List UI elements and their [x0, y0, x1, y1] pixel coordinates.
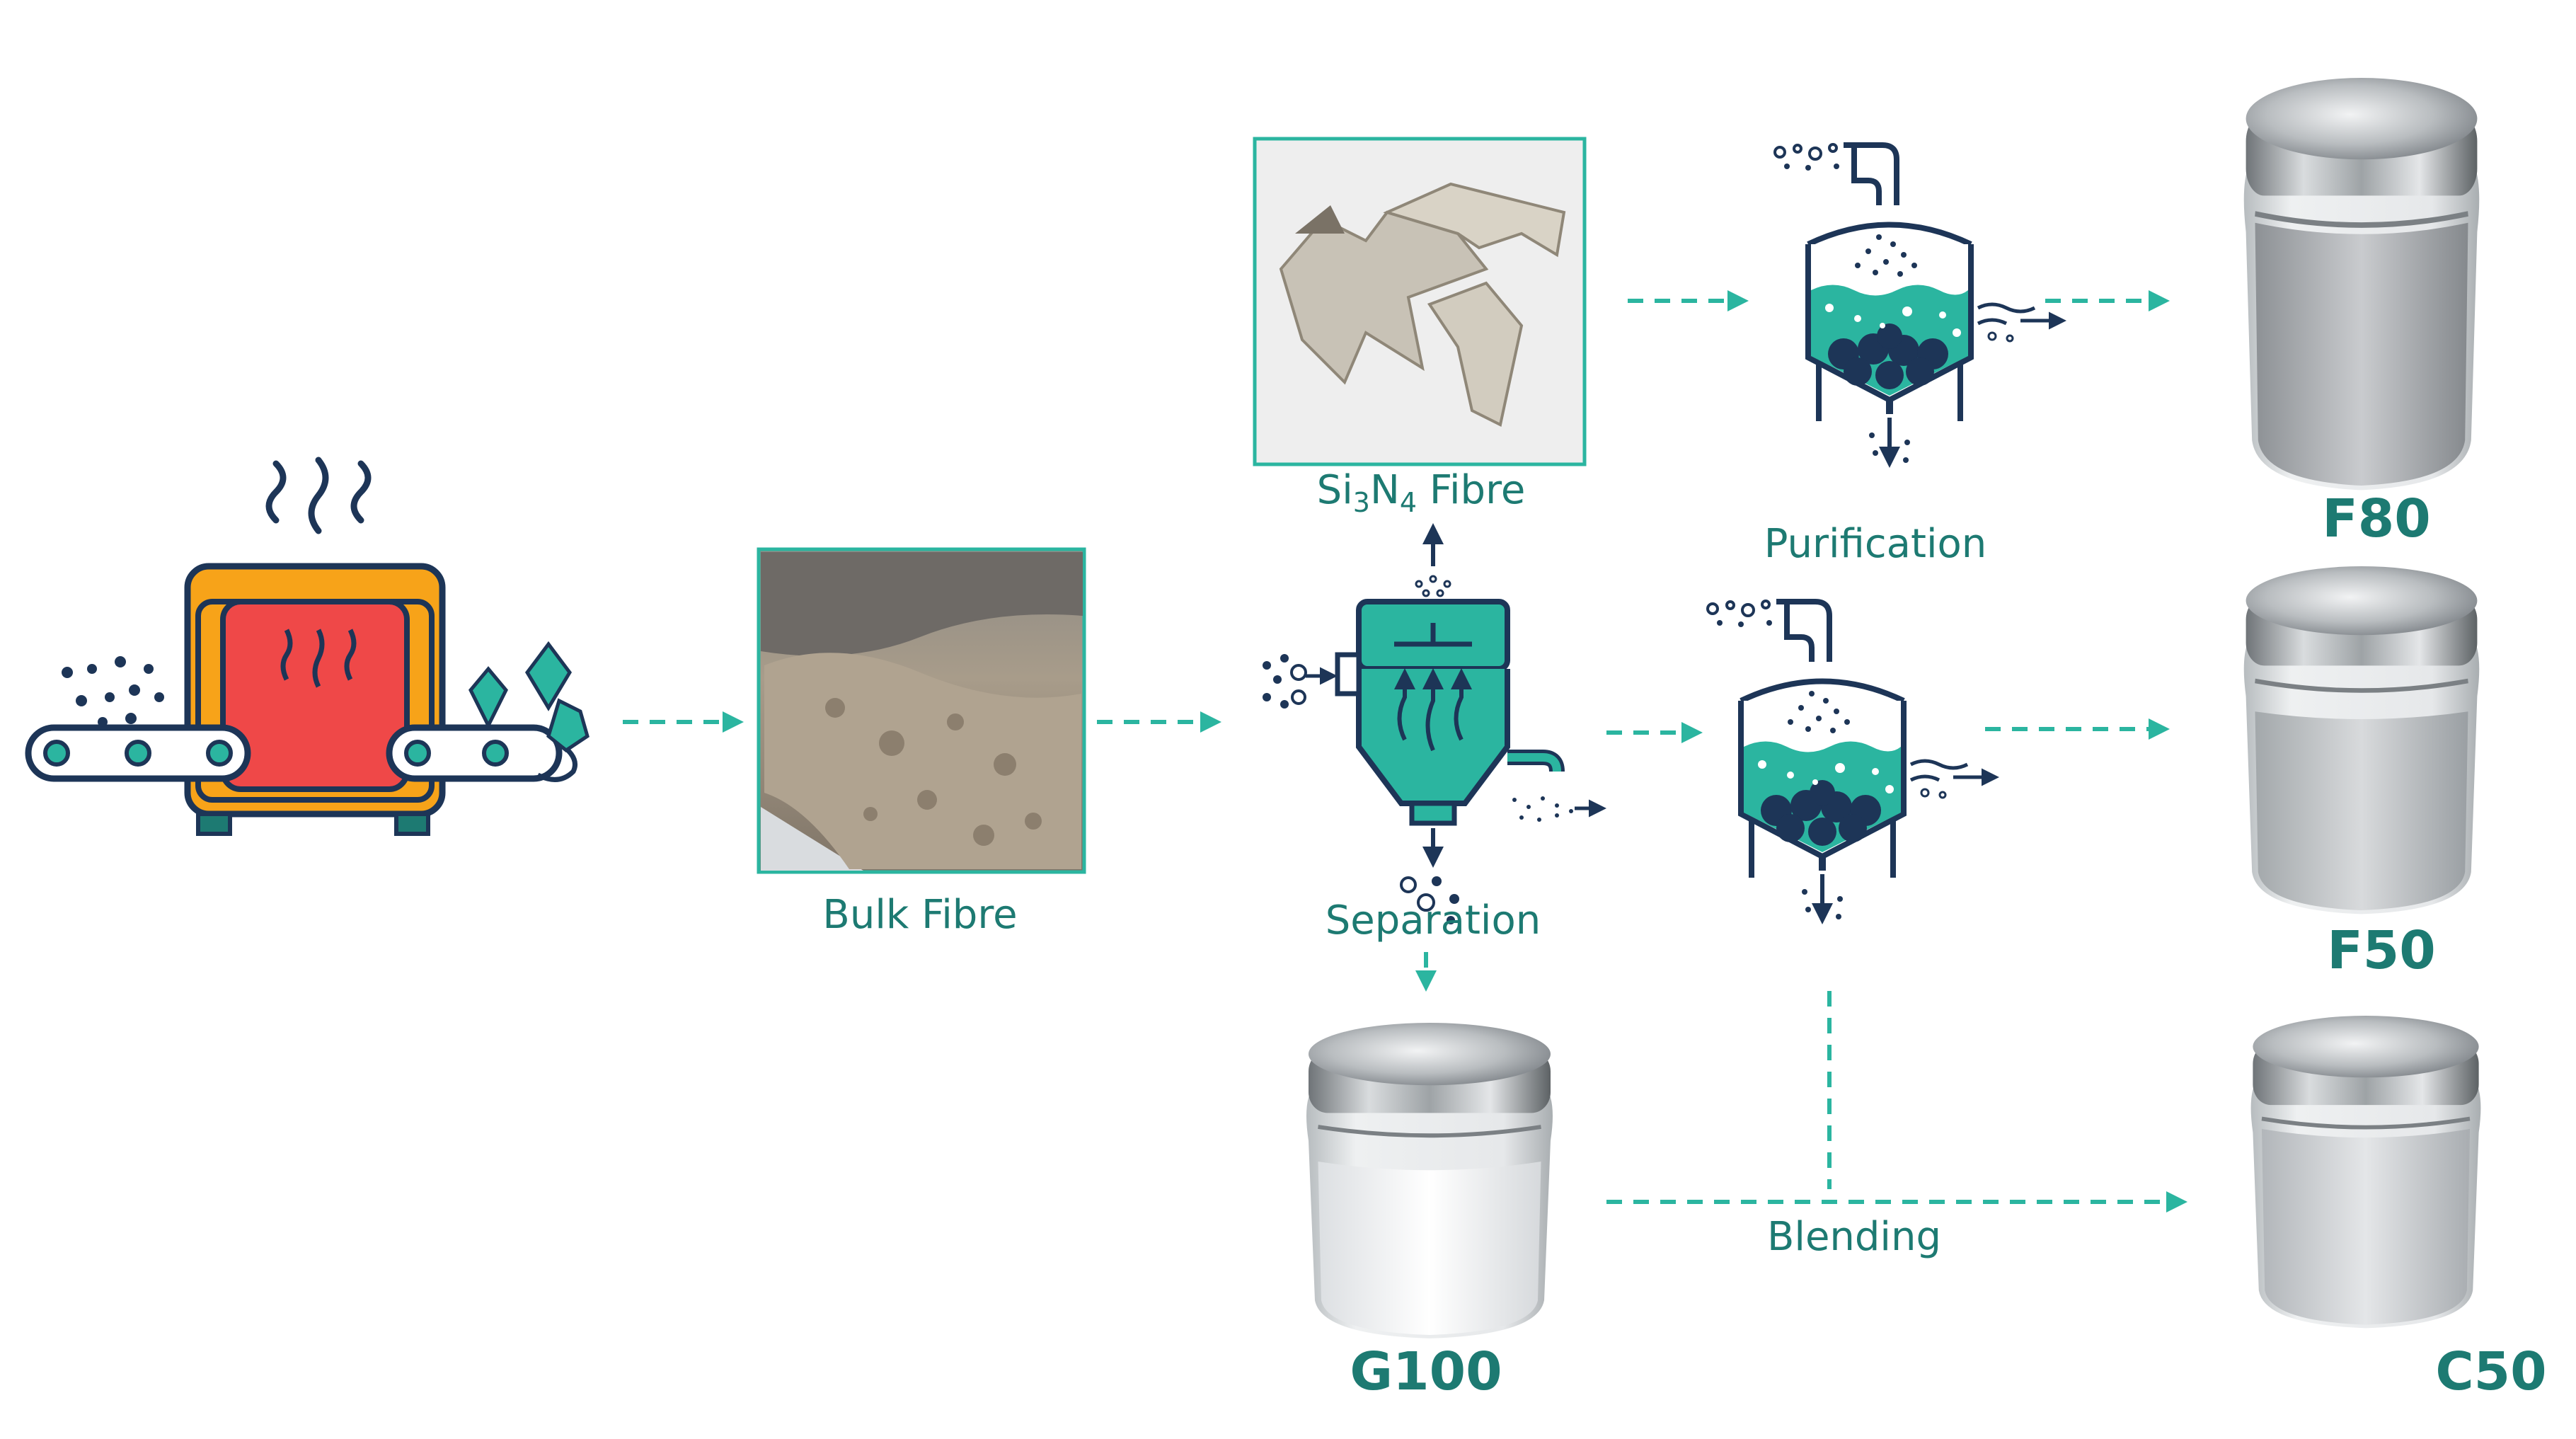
jar-icon — [1306, 1023, 1553, 1338]
cyclone-separator-icon — [1263, 523, 1606, 924]
jar-icon — [2251, 1016, 2481, 1328]
product-f50-label: F50 — [2327, 920, 2436, 981]
bulk-fibre-label: Bulk Fibre — [822, 892, 1018, 938]
purification-label: Purification — [1764, 521, 1987, 567]
blending-label: Blending — [1766, 1214, 1942, 1260]
si3n4-fibre-photo — [1253, 137, 1587, 466]
product-f80-label: F80 — [2322, 488, 2431, 549]
flow-arrows — [623, 290, 2187, 1212]
furnace-conveyor-icon — [25, 457, 590, 836]
jar-icon — [2244, 78, 2480, 490]
si3n4-fibre-label: Si3N4 Fibre — [1316, 467, 1526, 518]
product-c50-label: C50 — [2435, 1341, 2547, 1402]
jar-icon — [2244, 566, 2480, 914]
separation-label: Separation — [1325, 898, 1541, 944]
bulk-fibre-photo — [757, 547, 1086, 874]
product-g100-label: G100 — [1350, 1341, 1502, 1402]
